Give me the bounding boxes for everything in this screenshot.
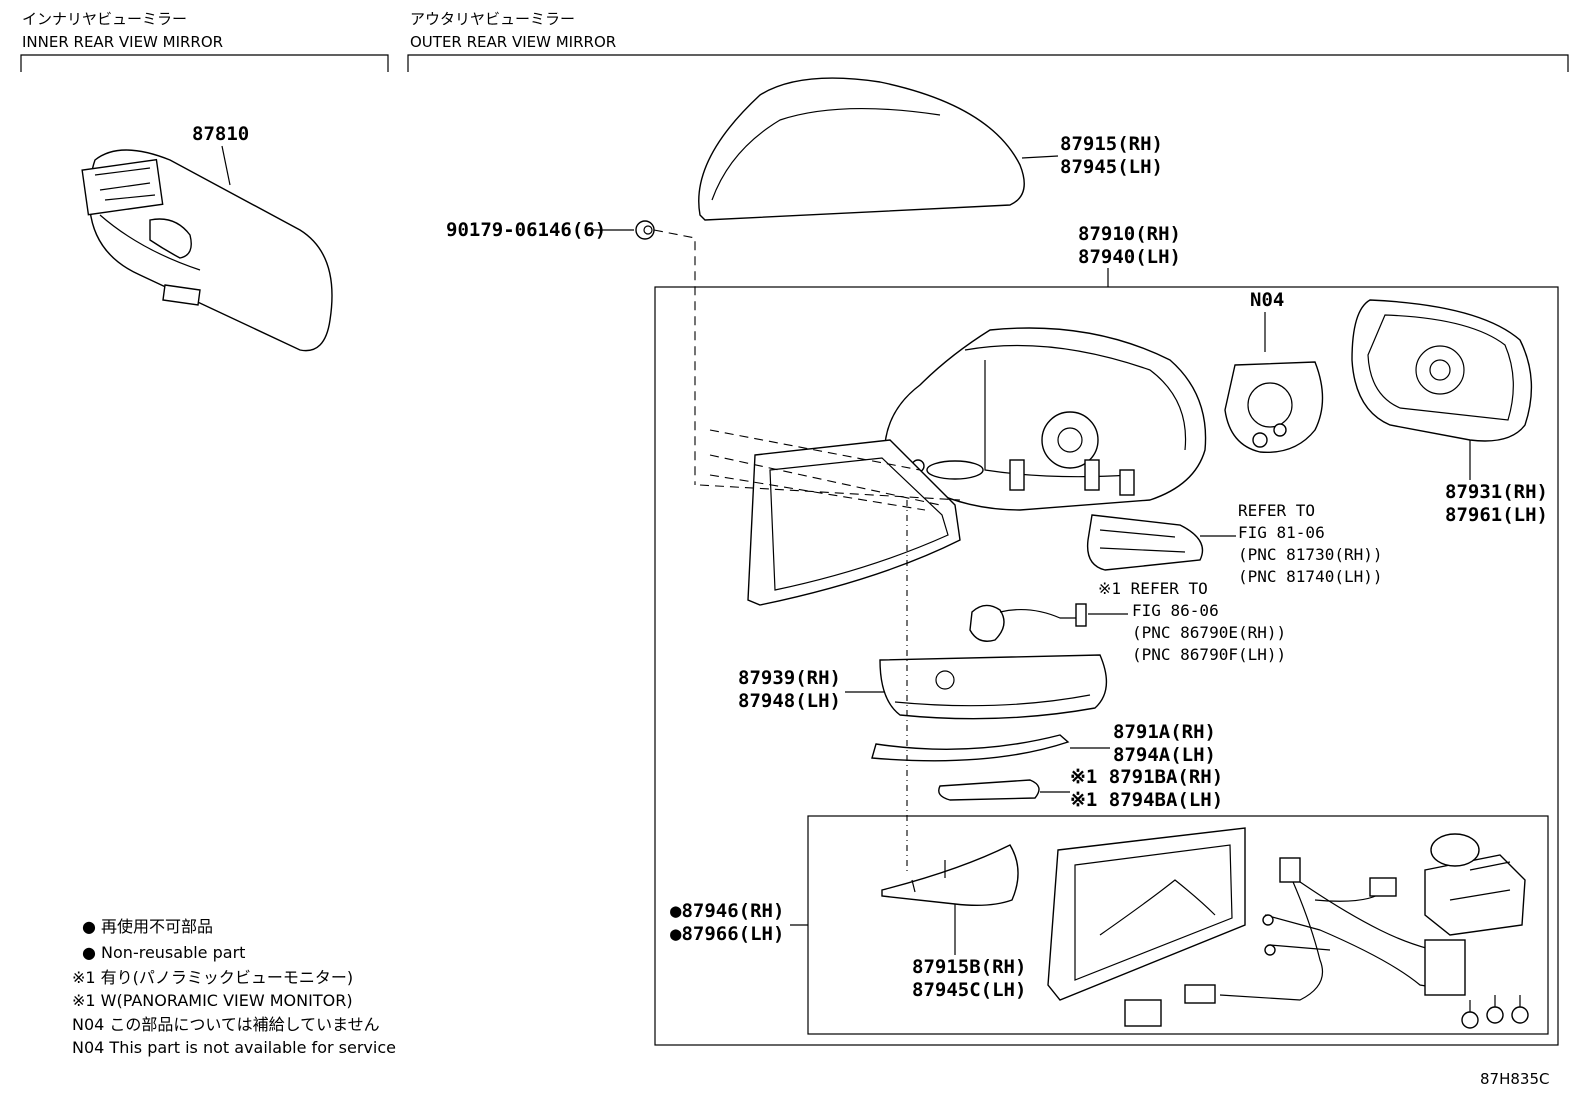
ref1-line4: (PNC 81740(LH)) bbox=[1238, 567, 1383, 586]
label-n04: N04 bbox=[1250, 289, 1284, 311]
label-8794ba-lh: ※1 8794BA(LH) bbox=[1070, 789, 1223, 811]
mirror-cover-drawing bbox=[698, 77, 1025, 221]
legend-line-2: ● Non-reusable part bbox=[82, 943, 245, 962]
outer-assembly-box bbox=[654, 286, 1559, 1046]
turn-signal-drawing bbox=[1086, 514, 1204, 571]
backing-plate-drawing bbox=[1047, 827, 1246, 1001]
label-87915-rh: 87915(RH) bbox=[1060, 133, 1163, 155]
outer-header-jp: アウタリヤビューミラー bbox=[410, 10, 575, 28]
ref2-line4: (PNC 86790F(LH)) bbox=[1132, 645, 1286, 664]
inner-header-jp: インナリヤビューミラー bbox=[22, 10, 187, 28]
label-90179: 90179-06146(6) bbox=[446, 219, 606, 241]
ref2-line3: (PNC 86790E(RH)) bbox=[1132, 623, 1286, 642]
inner-mirror-drawing bbox=[81, 149, 333, 352]
small-bracket-drawing bbox=[938, 779, 1040, 801]
ref1-line1: REFER TO bbox=[1238, 501, 1315, 520]
inner-header-en: INNER REAR VIEW MIRROR bbox=[22, 33, 223, 51]
housing-dash-1 bbox=[709, 429, 921, 471]
legend-line-4: ※1 W(PANORAMIC VIEW MONITOR) bbox=[72, 991, 353, 1010]
screw-drawing bbox=[635, 220, 655, 240]
screw-dash-line bbox=[653, 229, 696, 485]
ref1-line3: (PNC 81730(RH)) bbox=[1238, 545, 1383, 564]
label-87946-rh: ●87946(RH) bbox=[670, 900, 784, 922]
lamp-strip-drawing bbox=[871, 734, 1070, 762]
under-cover-drawing bbox=[881, 844, 1019, 907]
lower-cover-drawing bbox=[879, 654, 1108, 720]
figure-code: 87H835C bbox=[1480, 1070, 1549, 1088]
screws-drawing bbox=[1461, 995, 1529, 1029]
legend-line-3: ※1 有り(パノラミックビューモニター) bbox=[72, 968, 353, 987]
legend-line-5: N04 この部品については補給していません bbox=[72, 1015, 380, 1034]
label-87948-lh: 87948(LH) bbox=[738, 690, 841, 712]
label-87961-lh: 87961(LH) bbox=[1445, 504, 1548, 526]
leader-87810 bbox=[221, 145, 231, 186]
leader-87915 bbox=[1021, 155, 1059, 159]
inner-section-bracket bbox=[20, 54, 389, 72]
mirror-glass-drawing bbox=[1351, 299, 1533, 442]
label-8791ba-rh: ※1 8791BA(RH) bbox=[1070, 766, 1223, 788]
ref2-line1: ※1 REFER TO bbox=[1098, 579, 1208, 598]
outer-header-en: OUTER REAR VIEW MIRROR bbox=[410, 33, 616, 51]
n04-actuator-drawing bbox=[1224, 361, 1324, 454]
mirror-motor-drawing bbox=[1424, 833, 1526, 936]
ref1-line2: FIG 81-06 bbox=[1238, 523, 1325, 542]
mirror-housing-drawing bbox=[883, 327, 1207, 511]
wire-harness-drawing bbox=[1124, 857, 1466, 1027]
label-87810: 87810 bbox=[192, 123, 249, 145]
label-87915b-rh: 87915B(RH) bbox=[912, 956, 1026, 978]
label-87940-lh: 87940(LH) bbox=[1078, 246, 1181, 268]
housing-dash-3 bbox=[699, 484, 961, 501]
label-87945-lh: 87945(LH) bbox=[1060, 156, 1163, 178]
camera-drawing bbox=[969, 603, 1087, 642]
legend-line-1: ● 再使用不可部品 bbox=[82, 917, 213, 936]
label-8794a-lh: 8794A(LH) bbox=[1113, 744, 1216, 766]
label-87939-rh: 87939(RH) bbox=[738, 667, 841, 689]
ref2-line2: FIG 86-06 bbox=[1132, 601, 1219, 620]
label-8791a-rh: 8791A(RH) bbox=[1113, 721, 1216, 743]
label-87966-lh: ●87966(LH) bbox=[670, 923, 784, 945]
label-87931-rh: 87931(RH) bbox=[1445, 481, 1548, 503]
label-87910-rh: 87910(RH) bbox=[1078, 223, 1181, 245]
outer-section-bracket bbox=[407, 54, 1569, 72]
housing-dash-4 bbox=[709, 474, 926, 511]
label-87945c-lh: 87945C(LH) bbox=[912, 979, 1026, 1001]
legend-line-6: N04 This part is not available for servi… bbox=[72, 1038, 396, 1057]
mirror-base-drawing bbox=[747, 439, 961, 606]
